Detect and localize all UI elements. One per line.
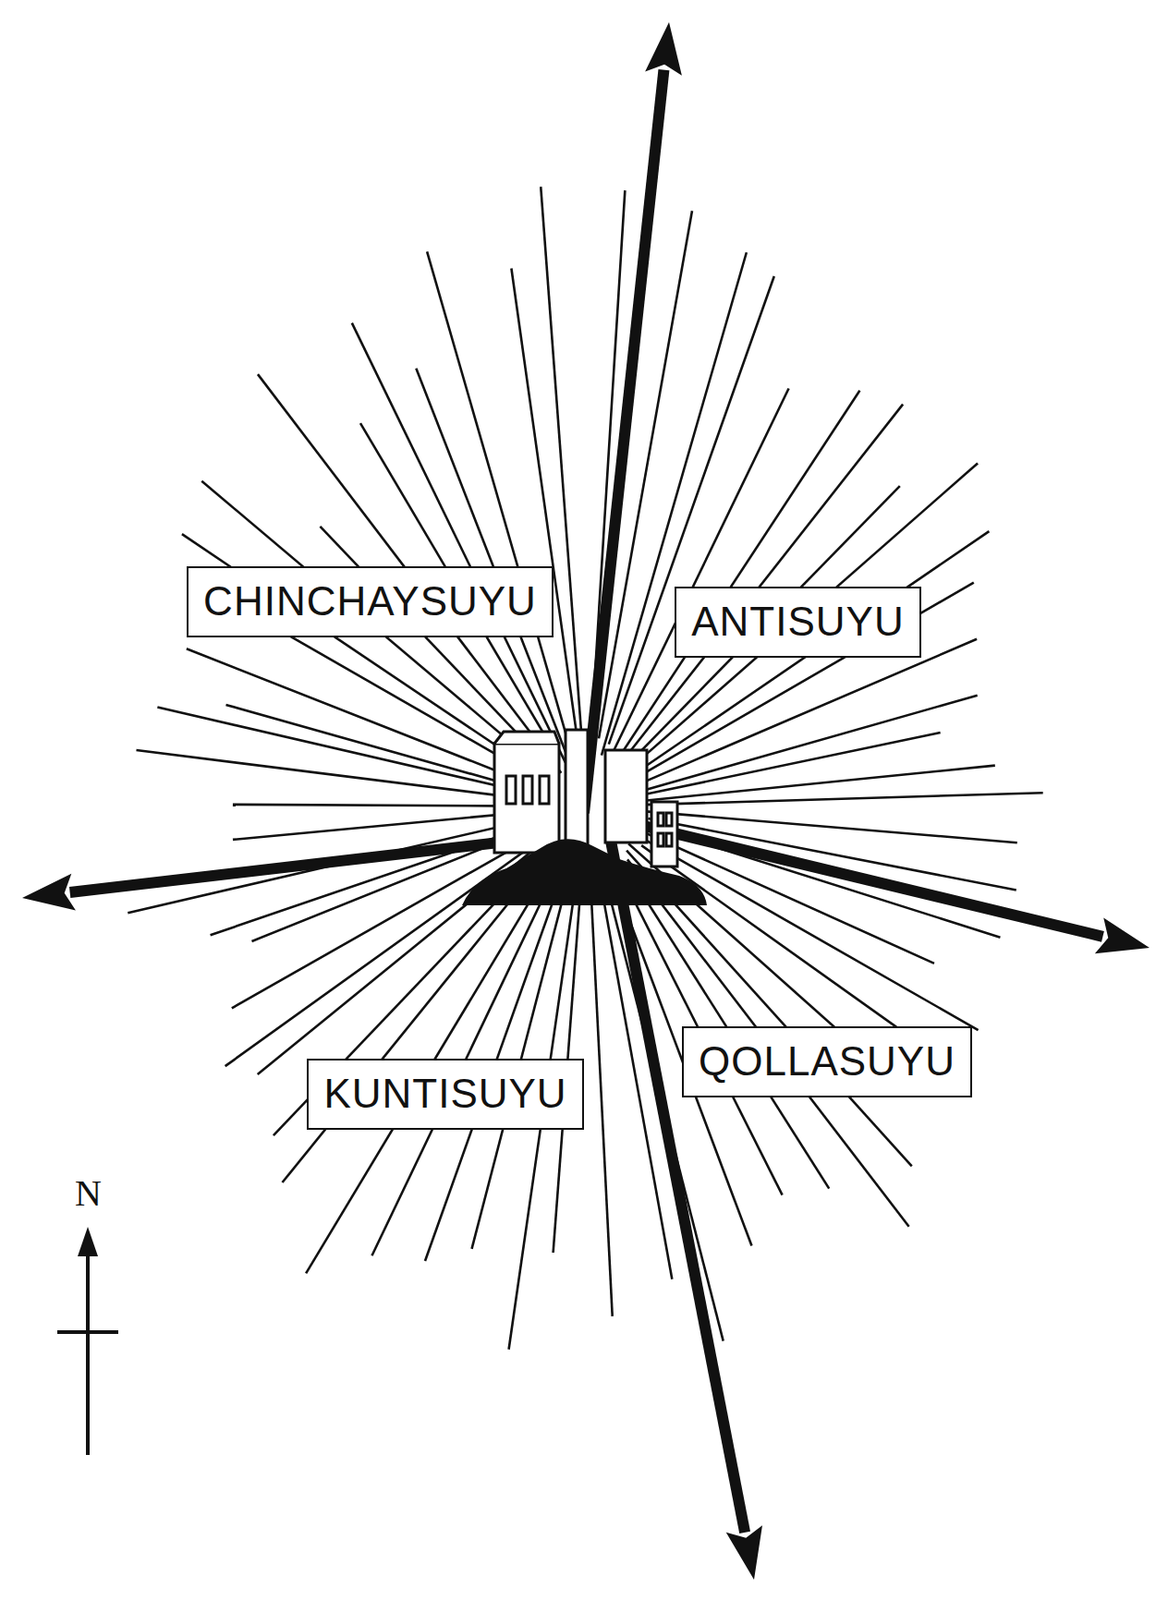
ceque-line xyxy=(426,251,571,748)
temple-window xyxy=(666,833,672,847)
ceque-line xyxy=(371,859,561,1256)
ceque-line xyxy=(511,268,581,766)
suyu-axis-arrow xyxy=(628,822,1103,937)
ceque-line xyxy=(157,707,539,796)
ceque-line xyxy=(232,811,534,840)
ceque-line xyxy=(232,804,520,807)
compass-north-letter: N xyxy=(74,1175,102,1213)
hill-mound xyxy=(462,839,707,906)
ceque-line xyxy=(642,766,996,802)
compass-shaft xyxy=(85,1247,90,1456)
suyu-axis-arrow xyxy=(609,836,745,1533)
ceque-line xyxy=(589,853,613,1317)
temple-window xyxy=(666,813,672,827)
ceque-line xyxy=(621,861,830,1189)
suyu-label-box: CHINCHAYSUYU xyxy=(186,566,554,638)
suyu-label-box: ANTISUYU xyxy=(674,586,922,658)
temple-building xyxy=(605,750,647,843)
ceque-line xyxy=(632,695,978,794)
suyu-name: ANTISUYU xyxy=(691,598,904,646)
ceque-line xyxy=(186,648,543,790)
temple-window xyxy=(657,833,664,847)
ceque-line xyxy=(647,818,1016,891)
ceque-line xyxy=(540,186,584,762)
suyu-label-box: KUNTISUYU xyxy=(306,1058,584,1131)
suyu-name: CHINCHAYSUYU xyxy=(203,578,537,626)
temple-window xyxy=(506,776,516,804)
arrow-head xyxy=(644,22,682,76)
suyu-label-box: QOLLASUYU xyxy=(681,1026,973,1098)
temple-roof xyxy=(494,731,560,744)
suyu-name: QOLLASUYU xyxy=(698,1038,956,1086)
compass-head xyxy=(77,1227,98,1257)
ceque-line xyxy=(625,583,974,785)
temple-window xyxy=(657,813,664,827)
temple-building xyxy=(494,743,560,853)
arrow-head xyxy=(1095,917,1150,954)
arrow-head xyxy=(726,1525,763,1581)
ceque-line xyxy=(618,404,903,767)
suyu-axis-arrow xyxy=(584,70,664,814)
ceque-line xyxy=(641,845,936,1056)
ceque-line xyxy=(601,252,747,755)
compass-crossbar xyxy=(57,1330,119,1335)
temple-window xyxy=(523,776,533,804)
suyu-name: KUNTISUYU xyxy=(323,1070,567,1119)
ceque-line xyxy=(415,368,566,755)
ceque-line xyxy=(352,323,566,764)
ceque-line xyxy=(614,390,860,765)
temple-annex xyxy=(651,802,678,867)
arrow-head xyxy=(22,874,76,912)
ceque-line xyxy=(609,388,790,759)
ceque-line xyxy=(638,462,978,761)
temple-window xyxy=(539,776,549,804)
ceque-line xyxy=(472,857,574,1250)
